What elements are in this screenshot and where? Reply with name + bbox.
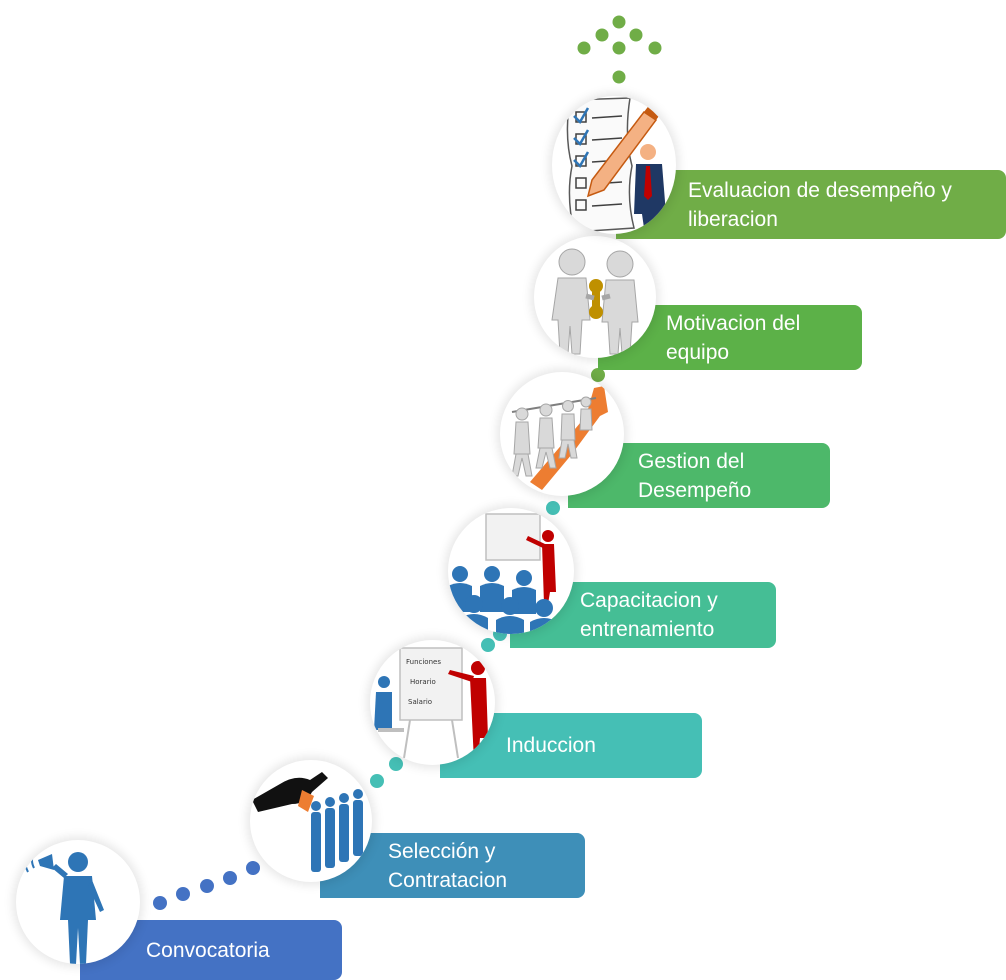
connector-dot xyxy=(223,871,237,885)
step-circle-evaluacion xyxy=(552,96,676,234)
step-circle-gestion xyxy=(500,372,624,496)
hand-picking-person-icon xyxy=(252,772,363,872)
connector-dot xyxy=(370,774,384,788)
step-text: Induccion xyxy=(506,734,596,757)
step-text: Convocatoria xyxy=(146,938,270,962)
connector-dot xyxy=(153,896,167,910)
checklist-pencil-icon xyxy=(566,97,666,233)
board-text-funciones: Funciones xyxy=(406,658,441,666)
connector-dot xyxy=(200,879,214,893)
training-audience-icon xyxy=(448,513,558,634)
step-text: Selección y Contratacion xyxy=(388,839,508,892)
board-text-horario: Horario xyxy=(410,678,436,686)
step-circle-capacitacion xyxy=(448,508,574,634)
step-circle-convocatoria xyxy=(16,840,140,964)
step-circle-seleccion xyxy=(250,760,372,882)
step-text: Motivacion del equipo xyxy=(666,311,801,364)
step-text: Gestion del Desempeño xyxy=(638,449,752,502)
step-circle-induccion: Funciones Horario Salario xyxy=(370,640,495,765)
megaphone-person-icon xyxy=(24,849,104,964)
presentation-board-icon: Funciones Horario Salario xyxy=(374,647,488,762)
step-label-convocatoria: Convocatoria xyxy=(80,920,342,980)
step-label-evaluacion: Evaluacion de desempeño y liberacion xyxy=(616,170,1006,239)
connector-dot xyxy=(176,887,190,901)
wind-up-key-people-icon xyxy=(551,248,639,355)
step-text: Capacitacion y entrenamiento xyxy=(580,589,718,641)
step-circle-motivacion xyxy=(534,236,656,358)
team-pulling-arrow-icon xyxy=(511,386,608,490)
board-text-salario: Salario xyxy=(408,698,432,706)
up-arrow-dots-icon xyxy=(577,15,662,84)
step-text: Evaluacion de desempeño y liberacion xyxy=(688,178,952,231)
